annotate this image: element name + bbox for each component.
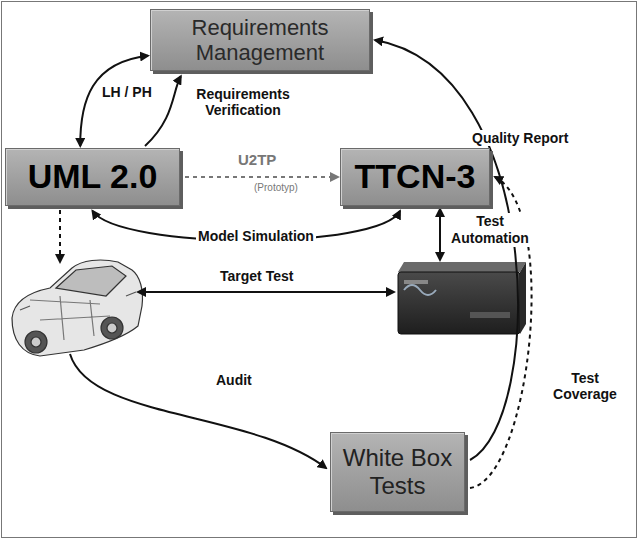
connector [375,40,518,460]
edge-label: Quality Report [470,130,570,146]
edge-label: LH / PH [100,84,154,100]
process-box: TTCN-3 [340,148,490,206]
test-device [398,262,526,334]
flow-label: Test Automation [448,213,532,247]
flow-label: Audit [214,372,254,389]
process-box: UML 2.0 [5,148,180,206]
box-text: Requirements Management [175,15,345,66]
box-text: UML 2.0 [28,157,158,196]
edge-label: Requirements Verification [186,86,300,118]
flow-label: Target Test [218,268,295,285]
process-box: Requirements Management [150,9,370,72]
edge-label: Test Coverage [548,370,622,402]
flow-label: (Prototyp) [252,181,300,194]
edge-label: Model Simulation [196,228,316,244]
edge-label: U2TP [236,152,278,168]
box-text: White Box Tests [343,444,453,499]
car-illustration [12,260,143,356]
box-text: TTCN-3 [355,157,476,196]
process-box: White Box Tests [330,432,465,512]
connector [80,56,148,146]
connector [185,176,338,178]
flow-lines [60,209,440,468]
